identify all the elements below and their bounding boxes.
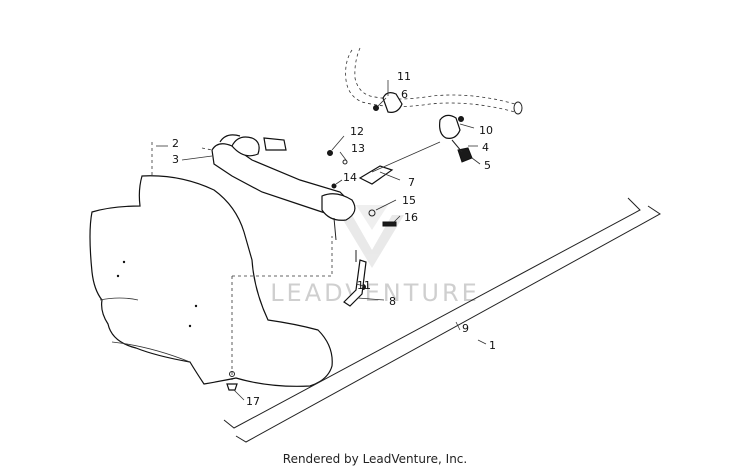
callout-16: 16: [404, 211, 418, 224]
callout-5: 5: [484, 159, 491, 172]
dashed-guides: [151, 142, 333, 380]
callout-8: 8: [389, 295, 396, 308]
callout-15: 15: [402, 194, 416, 207]
assembly-bracket-9: [223, 197, 641, 429]
callout-17: 17: [246, 395, 260, 408]
callout-11-top: 11: [397, 70, 411, 83]
callout-7: 7: [408, 176, 415, 189]
callout-6: 6: [401, 88, 408, 101]
callout-10: 10: [479, 124, 493, 137]
callout-9: 9: [462, 322, 469, 335]
callout-1: 1: [489, 339, 496, 352]
mount-bracket-7: [358, 141, 441, 185]
footer-credit: Rendered by LeadVenture, Inc.: [282, 452, 468, 466]
callout-14: 14: [343, 171, 357, 184]
watermark-logo: [340, 205, 404, 268]
callout-3: 3: [172, 153, 179, 166]
callout-labels: 11 6 10 4 5 12 13 7 14 15 16 2 3 11 8 9 …: [172, 70, 496, 408]
callout-2: 2: [172, 137, 179, 150]
callout-13: 13: [351, 142, 365, 155]
callout-11-lower: 11: [357, 279, 371, 292]
bracket-8: [343, 250, 367, 307]
fastener-17: [226, 371, 238, 391]
callout-4: 4: [482, 141, 489, 154]
handlebar-outline: [345, 47, 523, 115]
switch-housing: [373, 92, 473, 163]
windshield-frame: [211, 134, 356, 241]
callout-12: 12: [350, 125, 364, 138]
watermark-text: LEADVENTURE: [270, 279, 480, 307]
leader-lines: [156, 80, 487, 401]
windshield: [89, 175, 333, 387]
assembly-bracket-1: [235, 205, 661, 443]
